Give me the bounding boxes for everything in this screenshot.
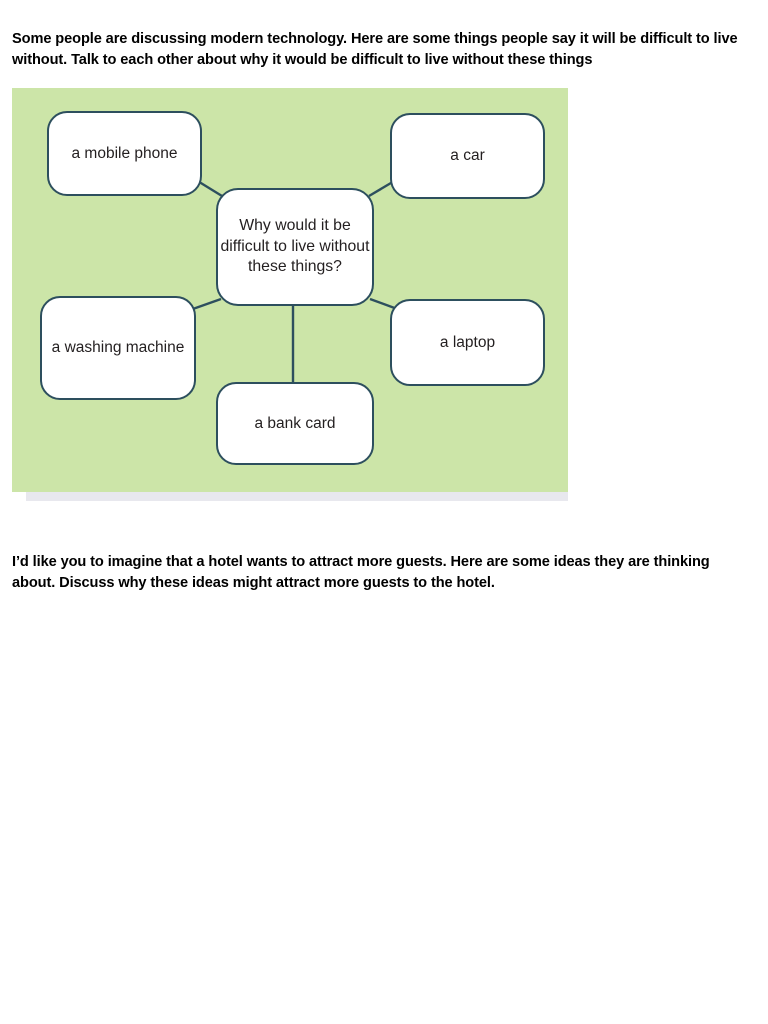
diagram-panel-shadow: [26, 492, 568, 501]
mindmap-node-mobile-phone-label: a mobile phone: [71, 144, 178, 162]
instruction-text-bottom: I’d like you to imagine that a hotel wan…: [12, 553, 710, 592]
connector-center-to-washing-machine: [189, 297, 222, 312]
mindmap-node-mobile-phone[interactable]: a mobile phone: [47, 111, 202, 196]
mindmap-node-laptop-label: a laptop: [439, 333, 496, 351]
mindmap-node-car[interactable]: a car: [390, 113, 545, 199]
instruction-text-top: Some people are discussing modern techno…: [12, 30, 738, 69]
mindmap-node-laptop[interactable]: a laptop: [390, 299, 545, 386]
mindmap-node-bank-card-label: a bank card: [254, 414, 336, 432]
mindmap-node-car-label: a car: [450, 147, 485, 164]
mindmap-node-center[interactable]: Why would it be difficult to live withou…: [216, 188, 374, 306]
mindmap-node-washing-machine-label: a washing machine: [51, 339, 185, 356]
mindmap-node-center-label: Why would it be difficult to live withou…: [220, 217, 370, 276]
mindmap-node-bank-card[interactable]: a bank card: [216, 382, 374, 465]
mindmap-node-washing-machine[interactable]: a washing machine: [40, 296, 196, 400]
